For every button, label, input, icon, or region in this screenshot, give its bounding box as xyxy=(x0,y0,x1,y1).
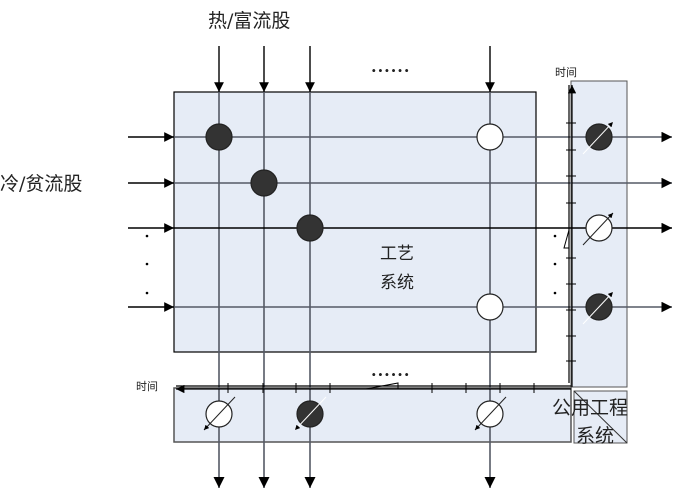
process-exchanger-filled xyxy=(296,214,324,242)
process-system-label-1: 工艺 xyxy=(380,244,414,264)
corner-diagonal xyxy=(573,390,628,444)
process-exchanger-filled xyxy=(205,123,233,151)
time-label-vertical: 时间 xyxy=(555,66,577,79)
hot-utility-exchanger-empty xyxy=(203,396,236,431)
ellipsis-bottom: ...... xyxy=(371,361,410,380)
process-exchanger-empty xyxy=(476,123,504,151)
process-exchanger-filled xyxy=(250,169,278,197)
cold-stream-ellipsis-left xyxy=(145,234,149,295)
ellipsis-top: ...... xyxy=(371,57,410,76)
hot-streams-label: 热/富流股 xyxy=(208,10,290,32)
utility-system-label-2: 系统 xyxy=(576,425,614,447)
hot-utility-exchanger-empty xyxy=(474,396,507,431)
time-label-horizontal: 时间 xyxy=(136,380,158,393)
process-exchanger-empty xyxy=(476,293,504,321)
process-system-label-2: 系统 xyxy=(380,273,414,293)
cold-streams-label: 冷/贫流股 xyxy=(0,173,82,195)
process-system-box xyxy=(173,91,537,353)
cold-utility-exchanger-empty xyxy=(582,212,614,246)
time-axis-vertical xyxy=(563,85,577,387)
hot-utility-box xyxy=(173,387,572,443)
time-axis-horizontal xyxy=(176,382,571,394)
cold-utility-exchanger-filled xyxy=(582,291,614,325)
cold-utility-exchanger-filled xyxy=(582,121,614,155)
utility-system-label-1: 公用工程 xyxy=(552,397,628,419)
hot-utility-exchanger-filled xyxy=(294,396,327,431)
cold-stream-ellipsis-right xyxy=(553,234,557,295)
